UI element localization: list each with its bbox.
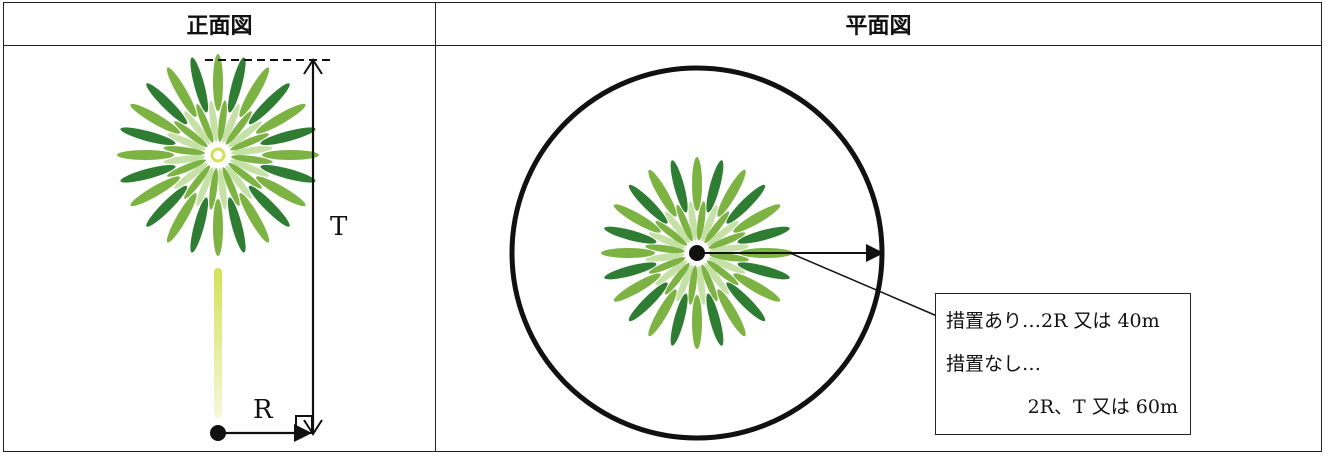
firework-trail	[214, 268, 222, 418]
leader-line	[790, 253, 937, 316]
distance-note-box: 措置あり…2R 又は 40m 措置なし… 2R、T 又は 60m	[935, 293, 1191, 435]
burst-petal-outer	[692, 157, 702, 211]
burst-petal-outer	[601, 248, 655, 258]
firework-burst-front	[117, 54, 319, 256]
burst-petal-outer	[692, 295, 702, 349]
burst-petal-outer	[117, 150, 174, 160]
note-line-without-measures-values: 2R、T 又は 60m	[1028, 392, 1178, 419]
note-line-with-measures: 措置あり…2R 又は 40m	[946, 306, 1160, 333]
burst-petal-outer	[262, 150, 319, 160]
burst-petal-outer	[213, 54, 223, 111]
note-line-without-measures: 措置なし…	[946, 349, 1041, 376]
burst-petal-outer	[213, 199, 223, 256]
burst-core	[212, 149, 224, 161]
radius-label: R	[253, 395, 274, 425]
height-label: T	[330, 212, 348, 242]
